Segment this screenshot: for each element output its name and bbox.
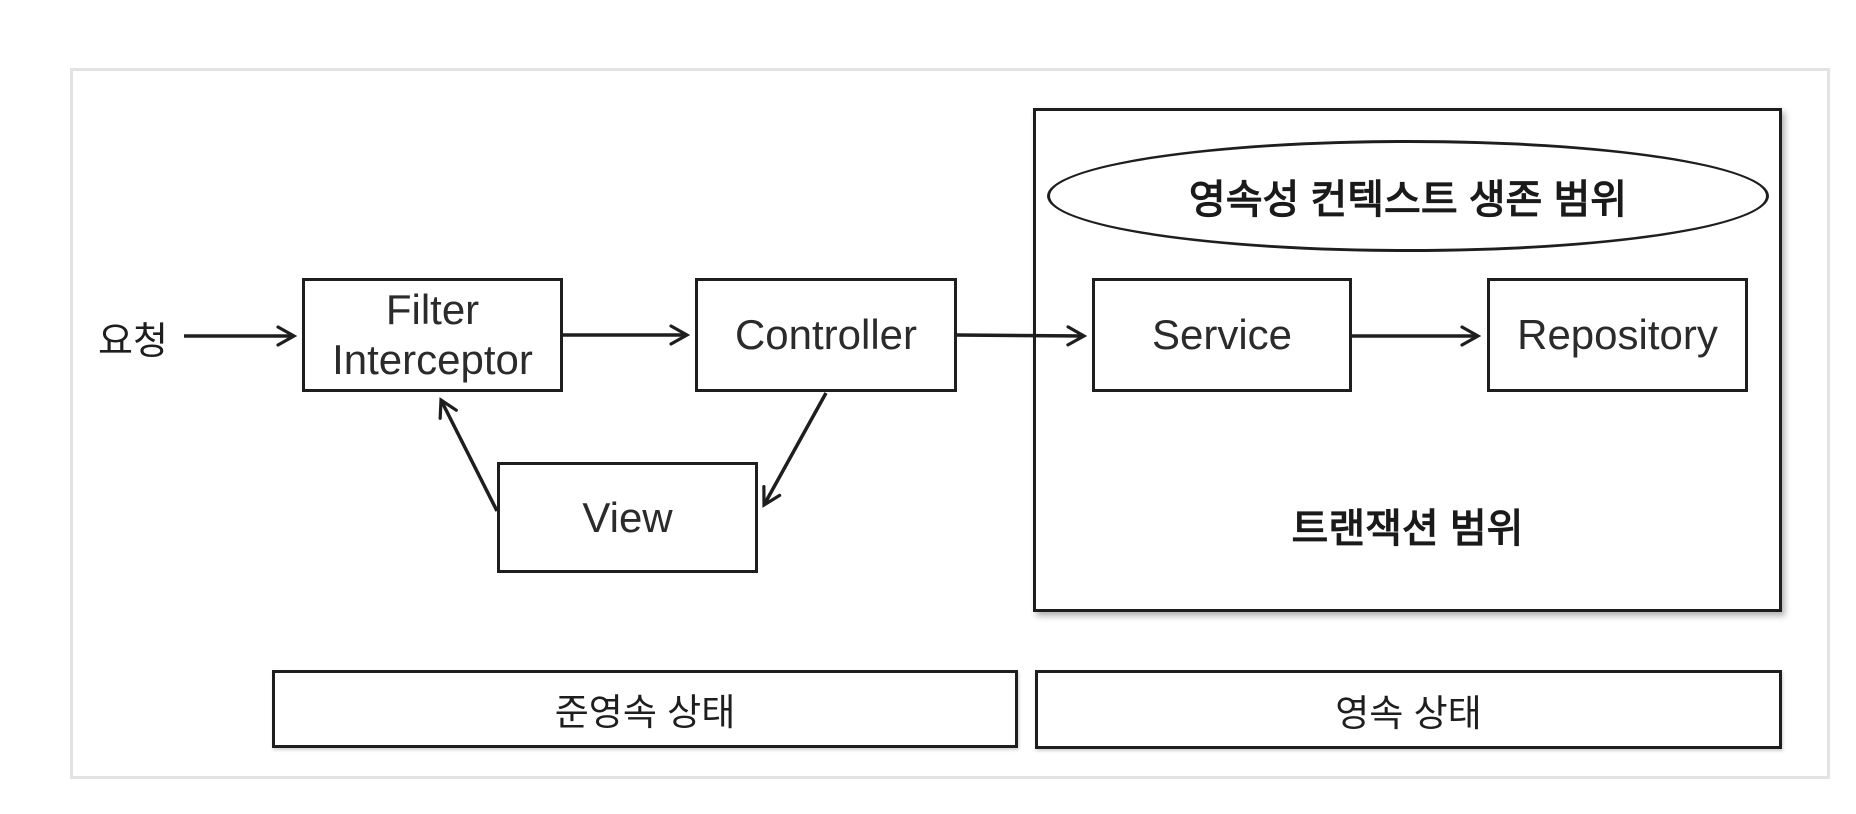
detached-state-box: 준영속 상태 (272, 670, 1018, 748)
transaction-scope-label: 트랜잭션 범위 (1291, 507, 1524, 551)
node-repository: Repository (1487, 278, 1748, 392)
request-label: 요청 (98, 321, 168, 363)
persistent-state-box: 영속 상태 (1035, 670, 1782, 749)
node-service: Service (1092, 278, 1352, 392)
node-view: View (497, 462, 758, 573)
node-filter-interceptor: Filter Interceptor (302, 278, 563, 392)
node-controller: Controller (695, 278, 957, 392)
persistence-context-scope-ellipse: 영속성 컨텍스트 생존 범위 (1047, 140, 1769, 252)
